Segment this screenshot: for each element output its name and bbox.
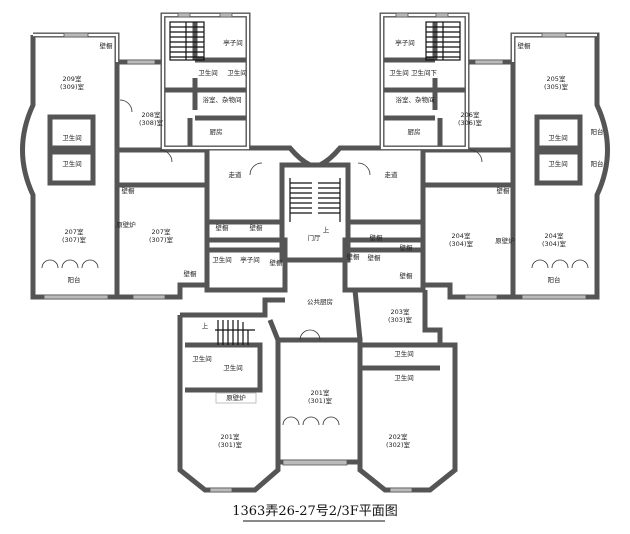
windows <box>43 12 587 493</box>
label-balcony: 阳台 <box>591 159 604 168</box>
label-closet: 壁橱 <box>100 41 114 50</box>
label-kitchen: 厨房 <box>210 127 223 136</box>
label-wc: 卫生间下 <box>411 68 438 77</box>
label-wc: 卫生间 <box>548 159 568 168</box>
label-fireplace: 原壁炉 <box>226 393 246 402</box>
label-room: (309)室 <box>60 82 84 91</box>
label-room: (303)室 <box>388 315 412 324</box>
label-room: (304)室 <box>542 239 566 248</box>
label-balcony: 阳台 <box>591 127 604 136</box>
label-closet: 壁橱 <box>250 223 264 232</box>
label-closet: 壁橱 <box>497 186 511 195</box>
label-room: (304)室 <box>449 239 473 248</box>
label-room: (301)室 <box>218 440 242 449</box>
label-room: 204室 <box>452 231 471 240</box>
label-wc: 卫生间 <box>198 68 218 77</box>
label-tingzi: 亭子间 <box>240 255 260 264</box>
label-closet: 壁橱 <box>368 253 382 262</box>
label-bath: 浴室、杂物间 <box>203 95 242 104</box>
label-up: 上 <box>323 225 330 234</box>
label-closet: 壁橱 <box>184 269 198 278</box>
label-balcony: 阳台 <box>548 275 561 284</box>
label-room: (301)室 <box>308 396 332 405</box>
label-wc: 卫生间 <box>548 133 568 142</box>
label-room: 209室 <box>63 74 82 83</box>
staircases <box>169 21 461 345</box>
label-fireplace: 原壁炉 <box>116 220 136 229</box>
label-room: (307)室 <box>62 235 86 244</box>
label-closet: 壁橱 <box>400 271 414 280</box>
label-wc: 卫生间 <box>223 363 243 372</box>
label-room: (307)室 <box>149 235 173 244</box>
label-room: 205室 <box>547 74 566 83</box>
label-closet: 壁橱 <box>270 258 284 267</box>
label-wc: 卫生间 <box>389 68 409 77</box>
label-bath: 浴室、杂物间 <box>396 95 435 104</box>
label-room: 208室 <box>142 110 161 119</box>
label-closet: 壁橱 <box>400 243 414 252</box>
label-tingzi: 亭子间 <box>395 38 415 47</box>
label-room: (306)室 <box>458 118 482 127</box>
label-room: (305)室 <box>544 82 568 91</box>
label-closet: 壁橱 <box>216 223 230 232</box>
label-wc: 卫生间 <box>62 133 82 142</box>
label-public-kitchen: 公共厨房 <box>307 297 333 306</box>
walls <box>20 12 610 493</box>
label-closet: 壁橱 <box>122 186 136 195</box>
label-wc: 卫生间 <box>394 373 414 382</box>
label-closet: 壁橱 <box>518 41 532 50</box>
label-balcony: 阳台 <box>68 275 81 284</box>
label-wc: 卫生间 <box>227 68 247 77</box>
label-room: 206室 <box>461 110 480 119</box>
label-kitchen: 厨房 <box>408 127 421 136</box>
doors <box>41 99 589 426</box>
label-closet: 壁橱 <box>370 233 384 242</box>
label-closet: 壁橱 <box>347 252 361 261</box>
label-up: 上 <box>202 321 209 330</box>
label-room: 201室 <box>311 388 330 397</box>
label-hall: 门厅 <box>308 233 322 242</box>
label-wc: 卫生间 <box>212 255 232 264</box>
label-room: 207室 <box>152 227 171 236</box>
label-room: 201室 <box>221 432 240 441</box>
label-room: (308)室 <box>139 118 163 127</box>
label-room: 204室 <box>545 231 564 240</box>
label-room: 207室 <box>65 227 84 236</box>
room-labels: 亭子间 卫生间 卫生间 浴室、杂物间 厨房 208室 (308)室 壁橱 209… <box>60 38 603 449</box>
label-wc: 卫生间 <box>192 354 212 363</box>
label-fireplace: 原壁炉 <box>495 236 515 245</box>
label-corridor: 走道 <box>385 170 399 179</box>
label-wc: 卫生间 <box>394 349 414 358</box>
label-wc: 卫生间 <box>62 159 82 168</box>
label-tingzi: 亭子间 <box>223 38 243 47</box>
label-room: (302)室 <box>386 440 410 449</box>
label-room: 202室 <box>389 432 408 441</box>
label-corridor: 走道 <box>229 170 243 179</box>
plan-title: 1363弄26-27号2/3F平面图 <box>232 504 398 519</box>
label-room: 203室 <box>391 307 410 316</box>
